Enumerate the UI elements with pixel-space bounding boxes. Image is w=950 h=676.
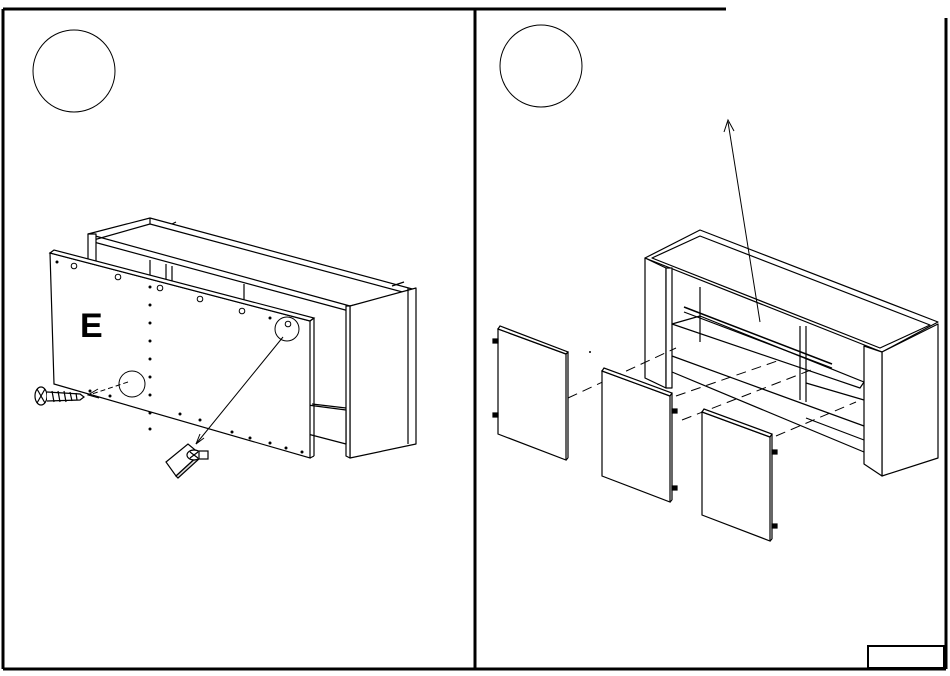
cabinet-top-right — [645, 230, 938, 352]
page-number-box — [868, 646, 944, 668]
door-left — [493, 326, 568, 460]
door-right — [702, 409, 777, 541]
step-badge-right — [500, 25, 582, 107]
part-label-e: E — [80, 307, 103, 345]
right-cabinet — [645, 230, 938, 476]
cabinet-end-right — [350, 288, 416, 458]
step-badge-left — [33, 30, 115, 112]
corner-bracket-icon — [166, 444, 208, 478]
